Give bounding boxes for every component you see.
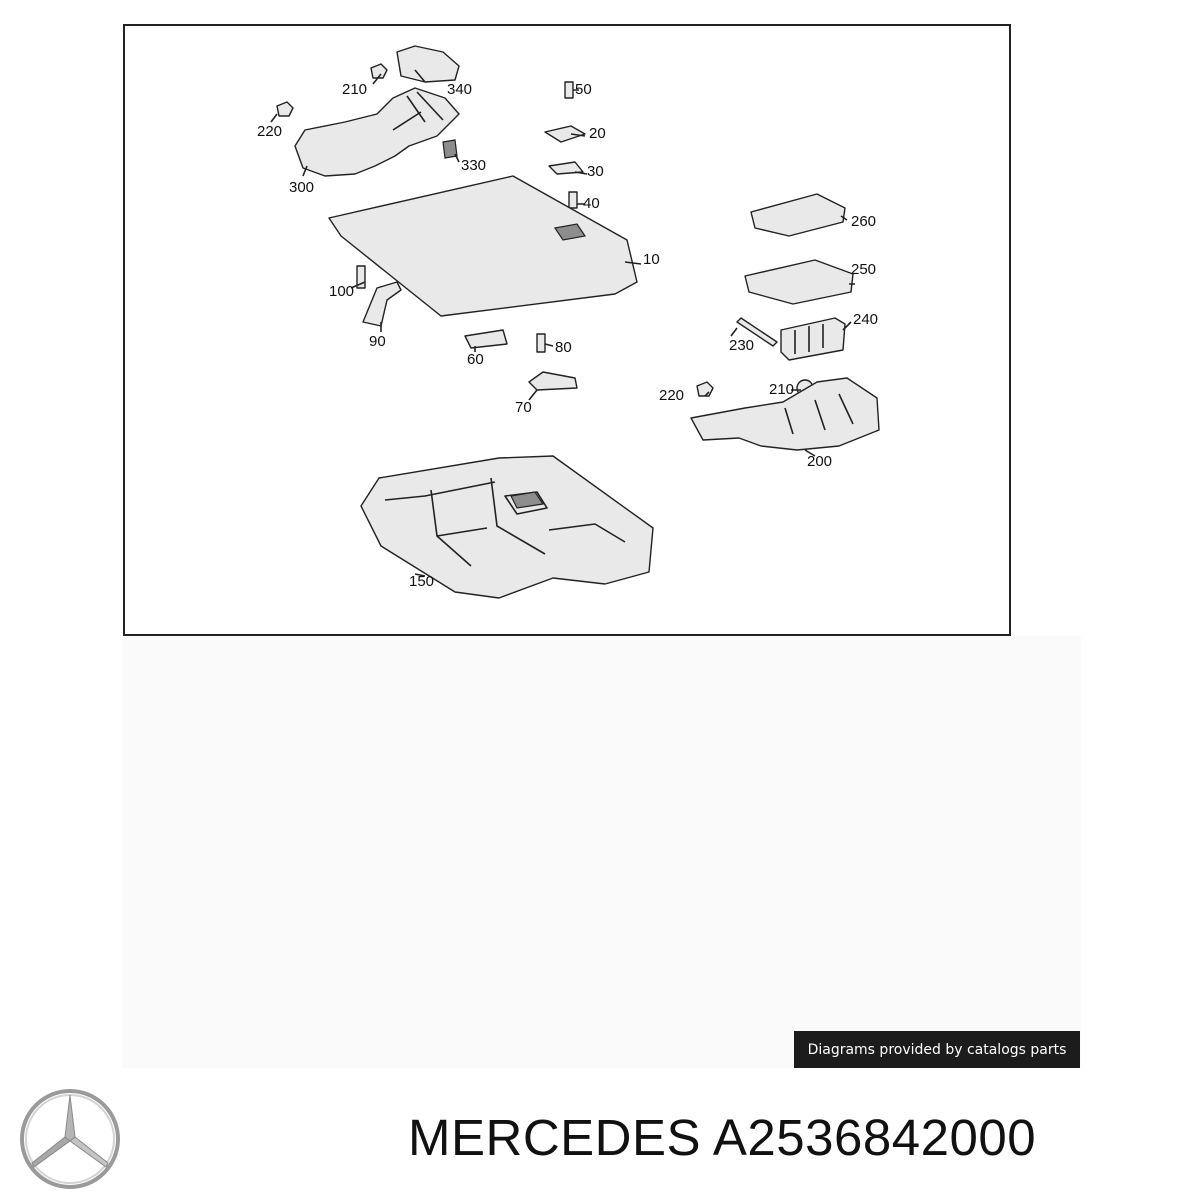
part-340-cover [396, 45, 460, 83]
label-100: 100 [329, 283, 354, 300]
part-30-latch [548, 161, 584, 175]
part-50-clip [564, 81, 574, 99]
label-60: 60 [467, 351, 484, 368]
diagram-lower-background [123, 636, 1081, 1068]
part-70-hook [528, 371, 578, 391]
part-300-bracket [294, 87, 460, 177]
label-230: 230 [729, 337, 754, 354]
part-90-bracket [362, 281, 402, 327]
label-210: 210 [342, 81, 367, 98]
label-80: 80 [555, 339, 572, 356]
part-80-screw [536, 333, 546, 353]
part-10-floor-panel [328, 175, 638, 317]
part-260-lid [750, 193, 846, 237]
part-150-floor-tub [360, 455, 654, 599]
label-340: 340 [447, 81, 472, 98]
label-240: 240 [853, 311, 878, 328]
label-220: 220 [257, 123, 282, 140]
label-10: 10 [643, 251, 660, 268]
label-300: 300 [289, 179, 314, 196]
credit-text: Diagrams provided by catalogs parts [807, 1041, 1067, 1058]
part-240-insert [780, 317, 846, 361]
part-220-nut [276, 101, 294, 117]
part-20-grip [544, 125, 586, 143]
parts-diagram-frame: 210 340 50 220 20 330 30 300 40 260 10 2… [123, 24, 1011, 636]
part-330-clip [442, 139, 458, 159]
label-40: 40 [583, 195, 600, 212]
label-220-right: 220 [659, 387, 684, 404]
part-220-nut-right [696, 381, 714, 397]
part-60-handle [464, 329, 508, 349]
diagram-credit: Diagrams provided by catalogs parts [794, 1031, 1080, 1068]
part-40-screw [568, 191, 578, 209]
label-90: 90 [369, 333, 386, 350]
label-260: 260 [851, 213, 876, 230]
parts-diagram: 210 340 50 220 20 330 30 300 40 260 10 2… [257, 45, 880, 599]
label-30: 30 [587, 163, 604, 180]
part-200-bracket [690, 377, 880, 451]
label-250: 250 [851, 261, 876, 278]
label-330: 330 [461, 157, 486, 174]
page-title: MERCEDES A2536842000 [408, 1108, 1036, 1167]
part-210-nut [370, 63, 388, 79]
label-210-right: 210 [769, 381, 794, 398]
label-150: 150 [409, 573, 434, 590]
mercedes-star-icon [20, 1089, 120, 1189]
part-250-tray [744, 259, 854, 305]
label-50: 50 [575, 81, 592, 98]
label-70: 70 [515, 399, 532, 416]
part-number: A2536842000 [712, 1109, 1037, 1166]
label-200: 200 [807, 453, 832, 470]
label-20: 20 [589, 125, 606, 142]
brand-name: MERCEDES [408, 1109, 702, 1166]
part-230-strip [736, 317, 778, 347]
